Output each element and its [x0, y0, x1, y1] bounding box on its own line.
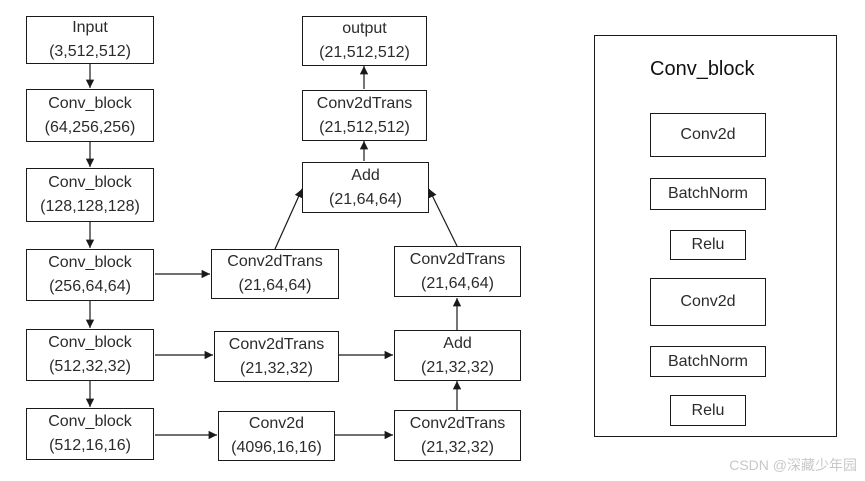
node-shape: (512,16,16): [49, 437, 131, 454]
panel-layer-relu-2: Relu: [670, 395, 746, 426]
conv-block-panel-title: Conv_block: [650, 58, 755, 80]
node-conv2d-mid: Conv2d (4096,16,16): [218, 411, 335, 461]
node-conv2dtrans-right-bottom: Conv2dTrans (21,32,32): [394, 410, 521, 461]
node-name: Conv2dTrans: [409, 250, 506, 268]
node-conv-block-3: Conv_block (256,64,64): [26, 249, 154, 301]
node-shape: (21,512,512): [319, 118, 410, 136]
node-shape: (128,128,128): [40, 198, 140, 215]
node-name: Conv2dTrans: [316, 94, 413, 112]
node-name: Conv_block: [48, 254, 132, 271]
panel-layer-batchnorm-1: BatchNorm: [650, 178, 766, 210]
node-shape: (21,32,32): [240, 359, 313, 377]
watermark: CSDN @深藏少年园: [729, 457, 857, 473]
node-conv-block-2: Conv_block (128,128,128): [26, 168, 154, 222]
node-shape: (256,64,64): [49, 278, 131, 295]
panel-layer-conv2d-2: Conv2d: [650, 278, 766, 326]
node-shape: (3,512,512): [49, 43, 131, 60]
node-shape: (21,512,512): [319, 44, 410, 61]
layer-label: Relu: [691, 236, 725, 253]
node-name: output: [342, 20, 387, 37]
node-name: Conv_block: [48, 94, 132, 112]
node-name: Conv2d: [248, 415, 305, 432]
layer-label: BatchNorm: [667, 352, 749, 370]
node-name: Input: [72, 19, 108, 36]
node-output: output (21,512,512): [302, 16, 427, 66]
node-shape: (21,32,32): [421, 438, 494, 456]
layer-label: Conv2d: [680, 293, 736, 310]
node-name: Add: [351, 166, 380, 184]
arrow-ct-mid-top-to-add-top: [274, 188, 303, 250]
node-name: Conv2dTrans: [228, 335, 325, 353]
node-input: Input (3,512,512): [26, 16, 154, 64]
node-shape: (64,256,256): [44, 118, 136, 136]
node-shape: (21,64,64): [421, 274, 494, 292]
node-name: Conv_block: [48, 413, 132, 430]
panel-layer-conv2d-1: Conv2d: [650, 113, 766, 157]
node-conv-block-4: Conv_block (512,32,32): [26, 329, 154, 381]
node-conv2dtrans-mid-2: Conv2dTrans (21,32,32): [214, 331, 339, 382]
node-shape: (21,32,32): [421, 358, 494, 376]
panel-layer-batchnorm-2: BatchNorm: [650, 346, 766, 377]
node-shape: (21,64,64): [329, 190, 402, 208]
node-name: Conv_block: [48, 174, 132, 191]
node-name: Conv_block: [48, 334, 132, 351]
node-add-low: Add (21,32,32): [394, 330, 521, 381]
node-conv2dtrans-right-up: Conv2dTrans (21,64,64): [394, 246, 521, 297]
node-conv-block-5: Conv_block (512,16,16): [26, 408, 154, 460]
node-shape: (4096,16,16): [231, 439, 322, 456]
node-name: Conv2dTrans: [409, 414, 506, 432]
arrow-ct-right-up-to-add-top: [428, 188, 458, 247]
panel-layer-relu-1: Relu: [670, 230, 746, 260]
node-name: Add: [443, 334, 472, 352]
node-conv-block-1: Conv_block (64,256,256): [26, 89, 154, 142]
layer-label: BatchNorm: [667, 185, 749, 202]
node-conv2dtrans-final: Conv2dTrans (21,512,512): [302, 90, 427, 141]
layer-label: Relu: [691, 401, 725, 419]
node-shape: (21,64,64): [238, 277, 312, 294]
node-conv2dtrans-mid-top: Conv2dTrans (21,64,64): [211, 249, 339, 299]
node-shape: (512,32,32): [49, 358, 131, 375]
node-add-top: Add (21,64,64): [302, 162, 429, 213]
layer-label: Conv2d: [680, 126, 736, 143]
node-name: Conv2dTrans: [227, 253, 323, 270]
